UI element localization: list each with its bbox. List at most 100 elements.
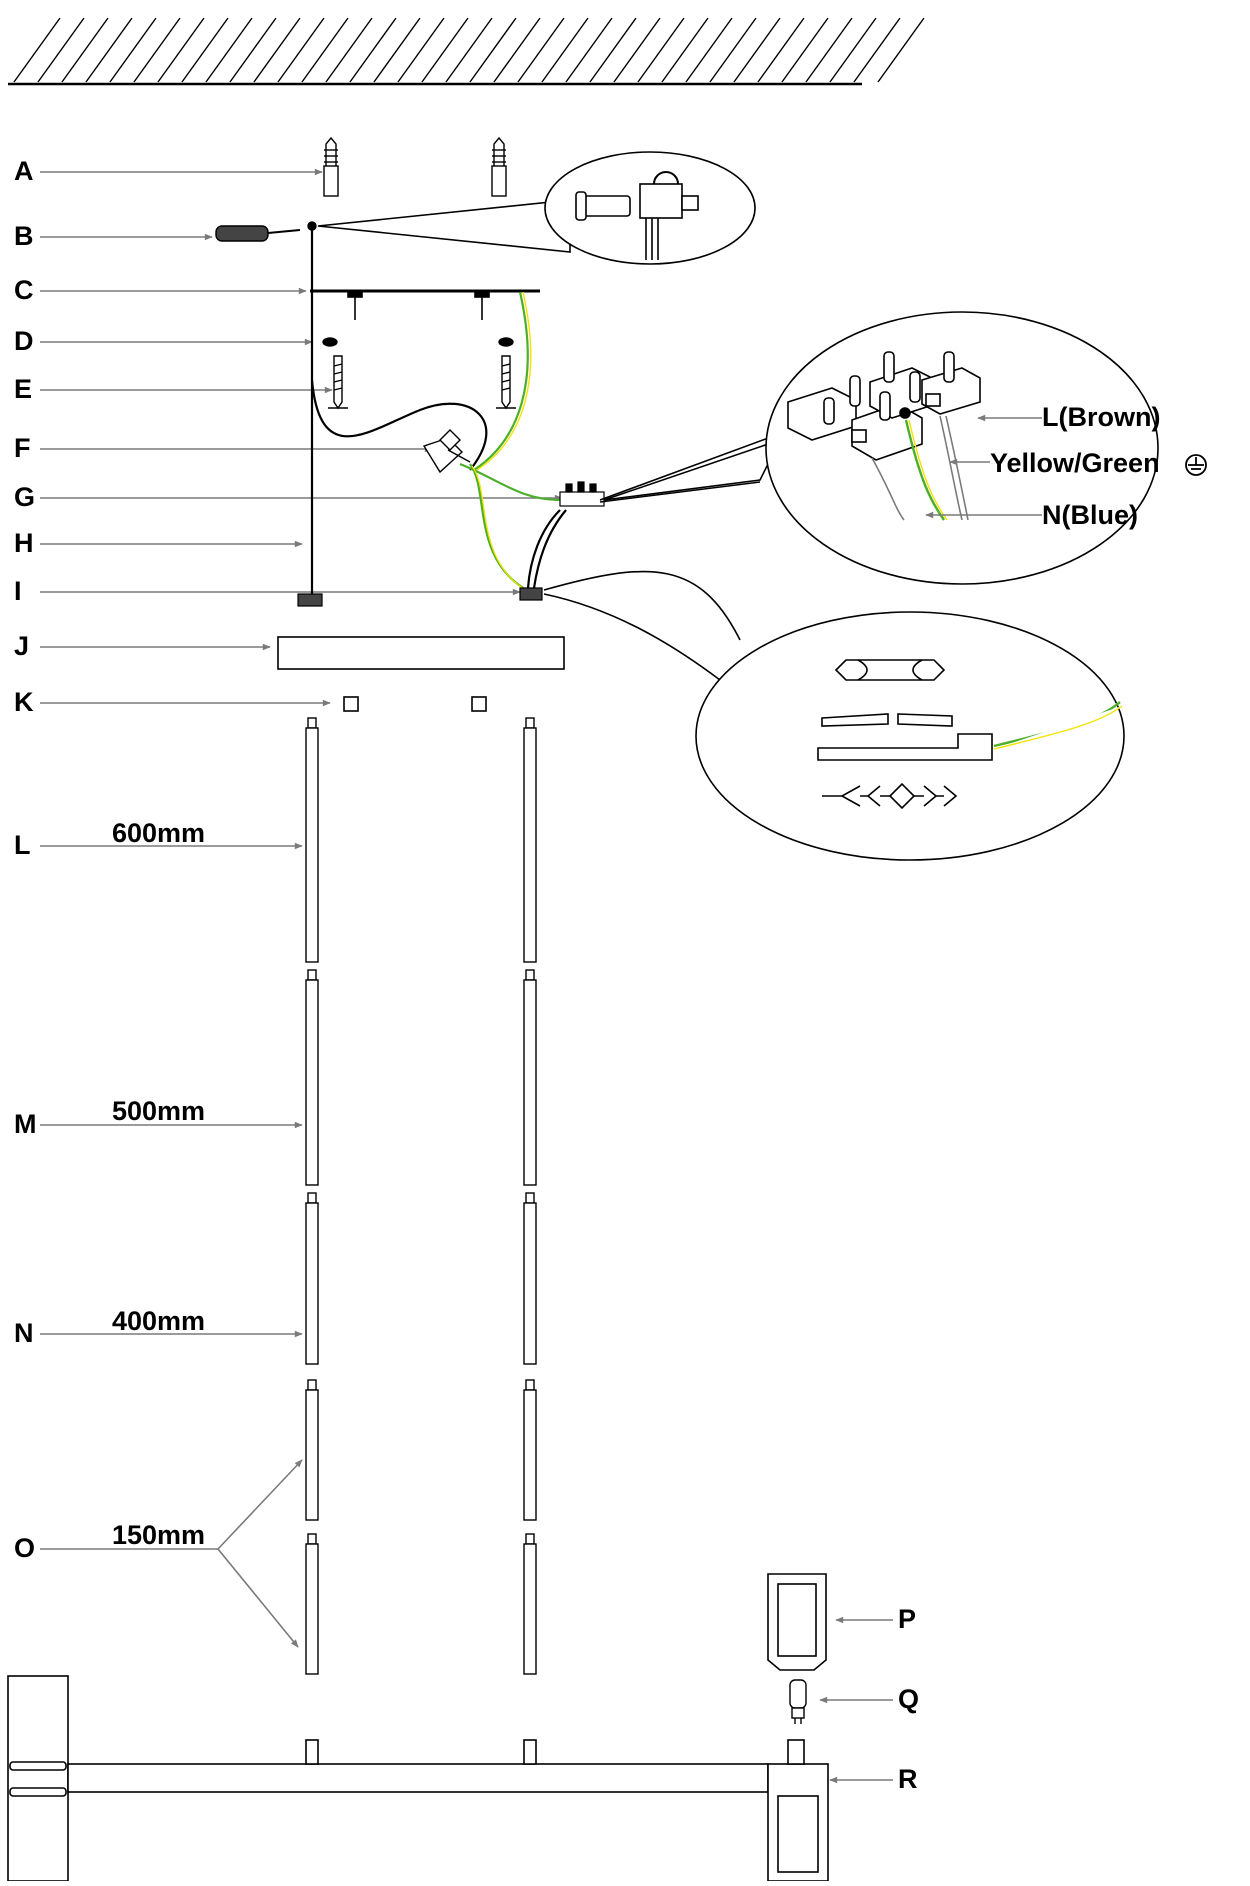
terminal-block-g [559,481,605,507]
hatch-line [205,17,253,83]
hatch-line [781,17,829,83]
hatch-line [133,17,181,83]
hatch-line [229,17,277,83]
hatch-line [877,17,925,83]
hatch-line [325,17,373,83]
rod-connector-cap [307,969,317,981]
rod-segment [305,1389,319,1521]
part-label-a: A [14,156,34,186]
hatch-line [445,17,493,83]
hatch-line [589,17,637,83]
part-label-e: E [14,374,33,404]
hatch-line [757,17,805,83]
rod-connector-cap [307,717,317,729]
hatch-line [565,17,613,83]
wire-label-neutral: N(Blue) [1042,500,1138,530]
part-label-c: C [14,275,34,305]
rod-connector-cap [525,1192,535,1204]
hatch-line [277,17,325,83]
hatch-line [805,17,853,83]
cable-clamp-f [422,429,471,474]
detail-bubble-wiring [599,311,1159,585]
hatch-line [109,17,157,83]
part-label-l: L [14,830,31,860]
part-label-n: N [14,1318,34,1348]
part-label-i: I [14,576,22,606]
part-label-o: O [14,1533,36,1563]
bulb-q [789,1679,807,1724]
wire-label-earth: Yellow/Green [990,448,1160,478]
hatch-line [517,17,565,83]
hatch-line [13,17,61,83]
hatch-line [397,17,445,83]
hatch-line [733,17,781,83]
hatch-line [685,17,733,83]
hatch-line [301,17,349,83]
rod-segment [305,727,319,963]
wall-plug-a [323,136,507,197]
rod-connector-cap [525,1533,535,1545]
rod-segment [523,1202,537,1365]
earth-symbol-icon [1185,454,1207,476]
ceiling-hatch [8,17,925,86]
part-label-d: D [14,326,34,356]
part-label-f: F [14,433,31,463]
rod-segment [305,979,319,1186]
rod-connector-cap [307,1379,317,1391]
hatch-line [253,17,301,83]
hatch-line [181,17,229,83]
lamp-shade-p [767,1573,827,1671]
hatch-line [661,17,709,83]
hatch-line [61,17,109,83]
hatch-line [373,17,421,83]
rod-connector-cap [525,717,535,729]
frame-r [7,1675,829,1882]
hatch-line [709,17,757,83]
part-label-b: B [14,221,34,251]
part-label-g: G [14,482,36,512]
hatch-line [613,17,661,83]
rod-connector-cap [525,969,535,981]
part-label-h: H [14,528,34,558]
part-label-k: K [14,687,34,717]
hatch-line [637,17,685,83]
rod-segment [523,1543,537,1675]
rod-segment [523,979,537,1186]
hatch-line [469,17,517,83]
part-leaders [40,168,893,1784]
rod-connector-cap [525,1379,535,1391]
part-label-r: R [898,1764,918,1794]
block-k [343,696,487,712]
hatch-line [157,17,205,83]
part-label-q: Q [898,1684,920,1714]
rod-segment [523,727,537,963]
wire-label-live: L(Brown) [1042,402,1161,432]
hatch-line [349,17,397,83]
rod-segment [305,1543,319,1675]
detail-bubble-connector [543,570,1125,861]
rods [305,717,537,1675]
rod-segment [523,1389,537,1521]
screwdriver-b [215,221,317,242]
wiring-leaders [925,414,1042,519]
part-label-m: M [14,1109,37,1139]
hatch-line [829,17,877,83]
canopy-j [277,636,565,670]
rod-length-o: 150mm [112,1520,206,1550]
connector-i [297,587,543,607]
ceiling-plate-c [310,230,540,604]
hatch-line [85,17,133,83]
hatch-line [37,17,85,83]
part-label-p: P [898,1604,917,1634]
part-label-j: J [14,631,30,661]
rod-length-n: 400mm [112,1306,206,1336]
rod-connector-cap [307,1533,317,1545]
screw-e [328,355,516,410]
detail-bubble-hook [317,151,756,265]
cables [310,291,567,595]
hatch-line [541,17,589,83]
rod-length-l: 600mm [112,818,206,848]
rod-connector-cap [307,1192,317,1204]
